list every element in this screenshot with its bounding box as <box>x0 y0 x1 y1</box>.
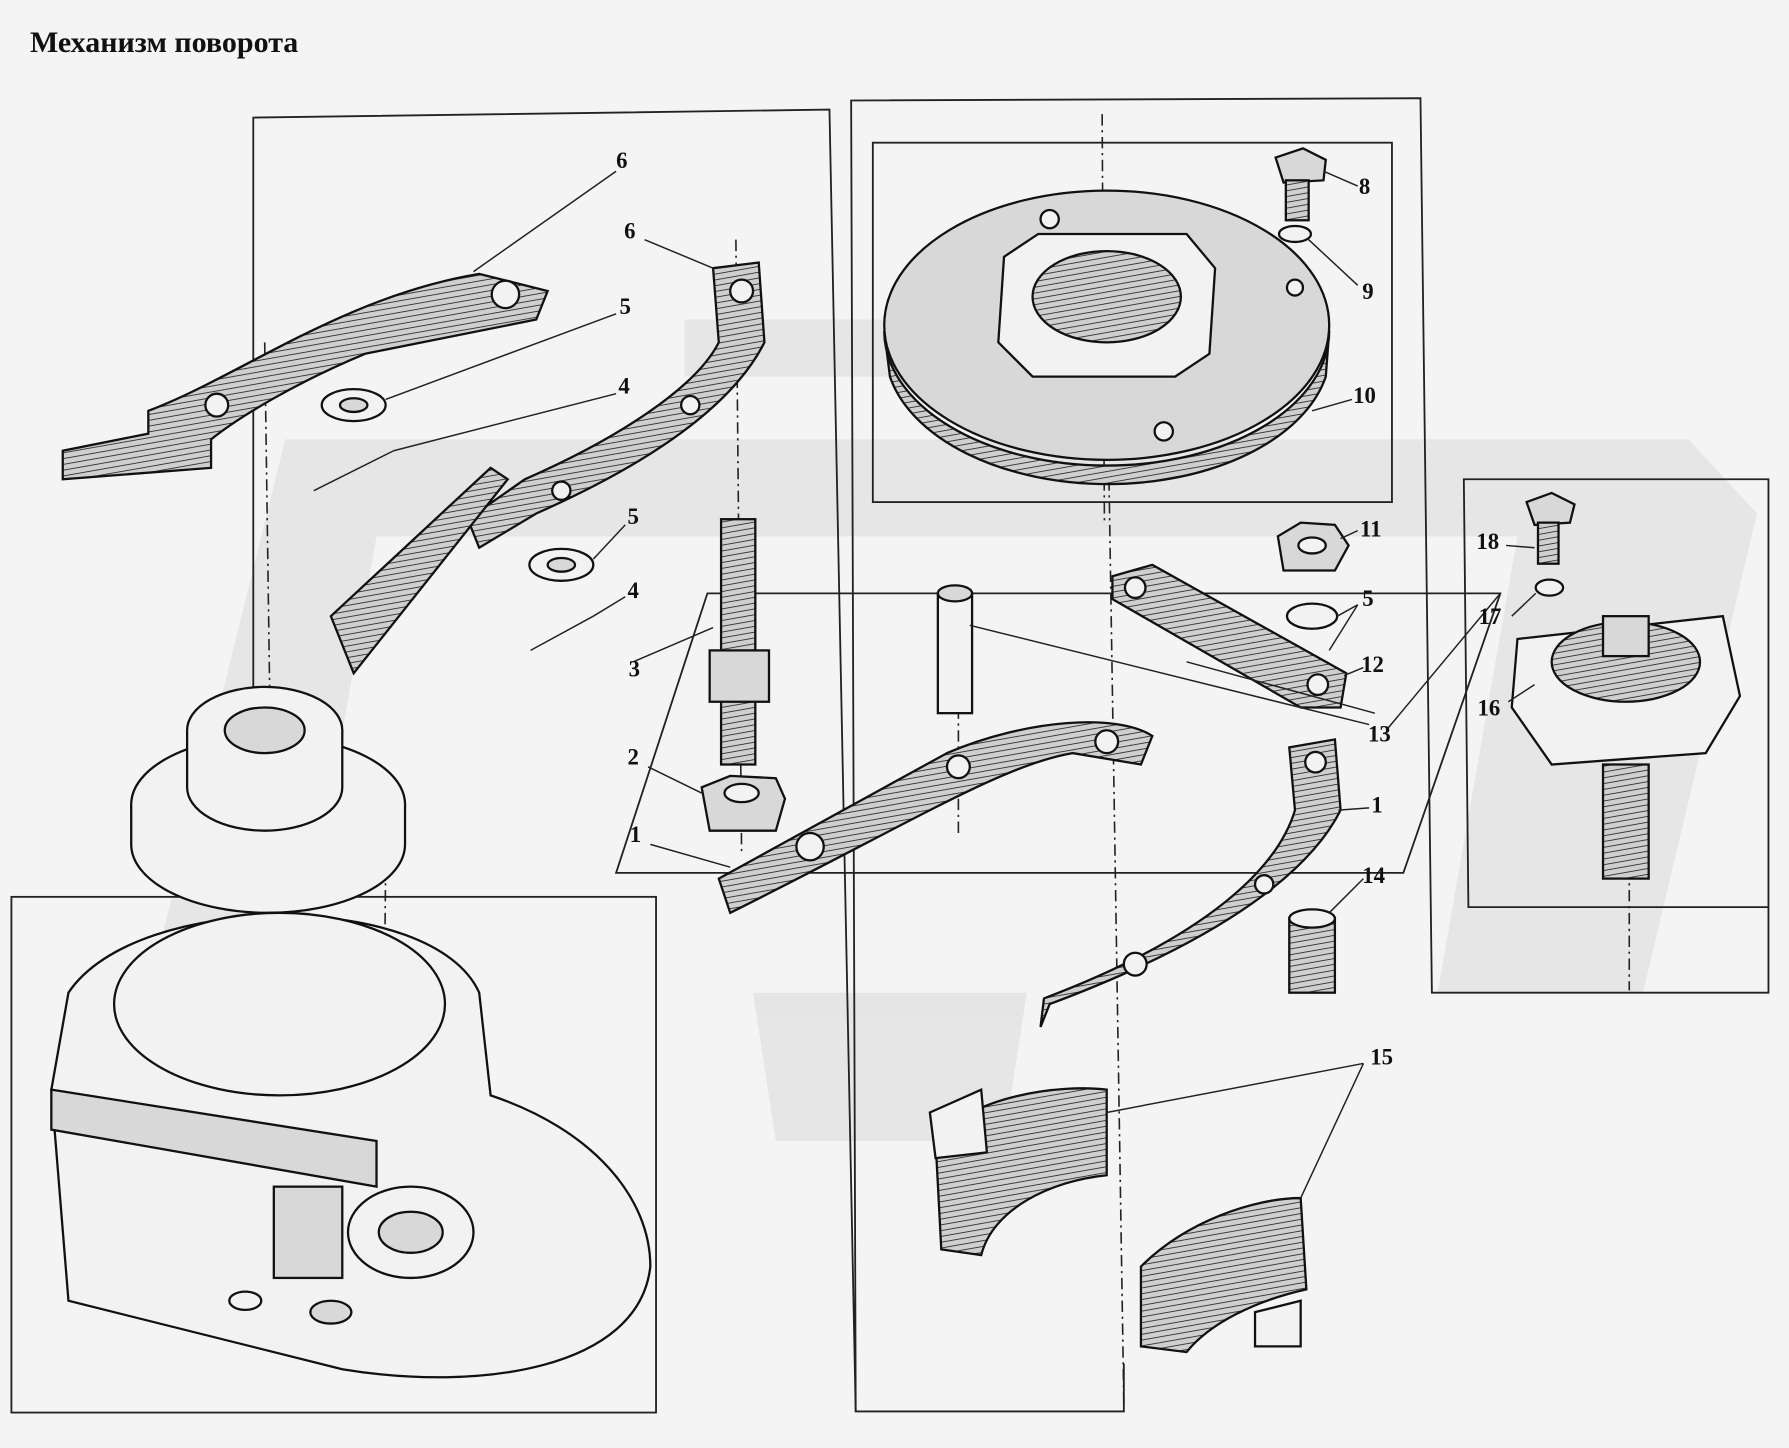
part-label: 5 <box>628 504 639 529</box>
part-label: 12 <box>1361 652 1384 677</box>
nut-washer-link <box>1111 521 1350 709</box>
bushing-14 <box>1288 908 1337 994</box>
part-label: 8 <box>1359 174 1370 199</box>
part-label: 1 <box>1371 792 1382 817</box>
part-label: 4 <box>618 374 629 399</box>
part-label: 10 <box>1353 383 1376 408</box>
lever-lower-1 <box>1039 738 1342 1028</box>
part-label: 14 <box>1362 863 1385 888</box>
housing <box>50 911 652 1379</box>
segments-15 <box>928 1087 1308 1354</box>
part-label: 17 <box>1479 604 1502 629</box>
part-label: 2 <box>628 745 639 770</box>
part-label: 1 <box>630 822 641 847</box>
pump-unit-16 <box>1510 491 1742 880</box>
lever-upper <box>61 272 550 481</box>
part-labels: 6 6 5 4 5 4 3 2 1 8 9 10 11 5 12 13 1 14… <box>616 148 1501 1070</box>
hub-flange <box>130 685 407 914</box>
part-label: 16 <box>1478 695 1501 720</box>
large-disc <box>883 189 1331 486</box>
part-label: 11 <box>1360 516 1382 541</box>
diagram-title: Механизм поворота <box>30 26 299 59</box>
part-label: 6 <box>616 148 627 173</box>
lever-long <box>329 261 766 676</box>
part-label: 3 <box>629 657 640 682</box>
part-label: 18 <box>1476 529 1499 554</box>
washers-and-pins <box>313 387 595 652</box>
assembly-frames <box>10 97 1770 1414</box>
part-label: 4 <box>628 578 639 603</box>
part-label: 5 <box>620 294 631 319</box>
stud-and-nut <box>700 518 787 832</box>
part-label: 5 <box>1362 586 1373 611</box>
leader-lines <box>385 170 1537 1199</box>
part-label: 6 <box>624 219 635 244</box>
part-label: 15 <box>1370 1045 1393 1070</box>
bolt-and-washer-10 <box>1274 147 1327 244</box>
part-label: 9 <box>1362 279 1373 304</box>
pin-and-lever-13 <box>717 584 1154 915</box>
part-label: 13 <box>1368 722 1391 747</box>
